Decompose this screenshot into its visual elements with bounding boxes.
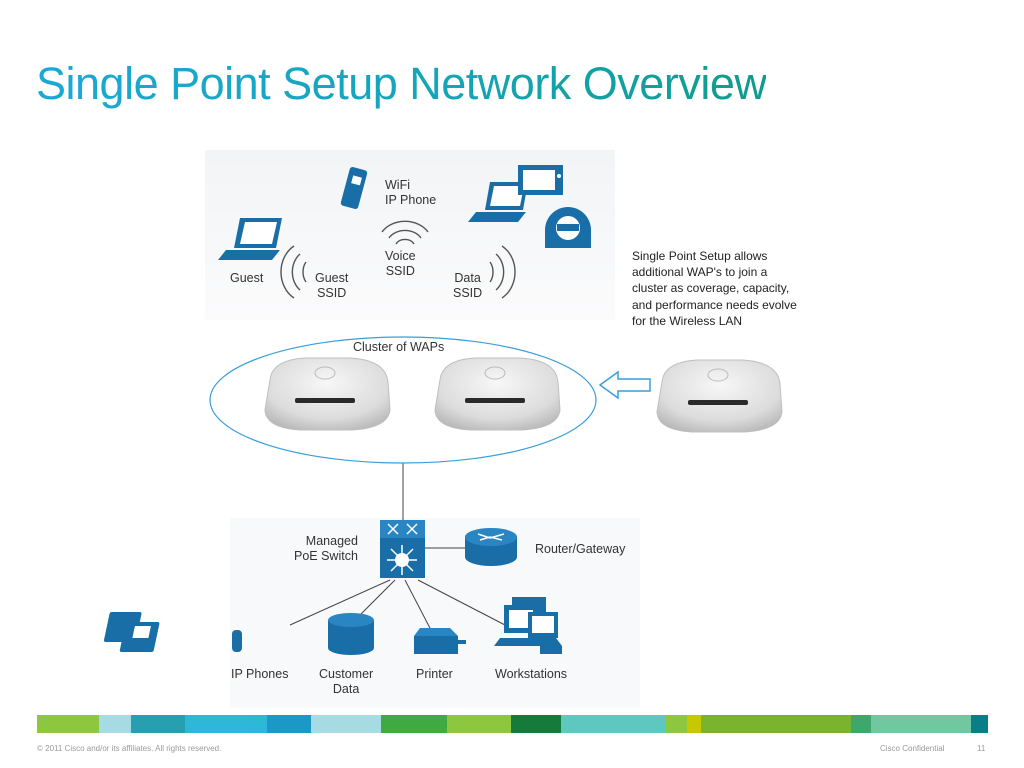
router-label: Router/Gateway bbox=[535, 542, 626, 556]
printer-icon bbox=[414, 628, 466, 654]
poe-switch-icon bbox=[380, 520, 425, 578]
router-icon bbox=[465, 528, 517, 566]
single-point-setup-note: Single Point Setup allows additional WAP… bbox=[632, 249, 797, 328]
wap-device-new bbox=[656, 359, 783, 433]
data-ssid-signal-icon bbox=[489, 245, 516, 299]
data-ssid-label: Data SSID bbox=[453, 271, 483, 300]
confidential-text: Cisco Confidential bbox=[880, 744, 945, 753]
wap-cluster-ellipse bbox=[209, 336, 597, 464]
guest-label: Guest bbox=[230, 271, 264, 285]
ip-phones-icon bbox=[103, 612, 242, 652]
ip-phones-label: IP Phones bbox=[231, 667, 289, 681]
voice-ssid-signal-icon bbox=[381, 220, 429, 245]
printer-label: Printer bbox=[416, 667, 453, 681]
guest-ssid-signal-icon bbox=[280, 245, 307, 299]
monitor-icon bbox=[518, 165, 563, 195]
wifi-phone-icon bbox=[340, 167, 368, 209]
slide-title: Single Point Setup Network Overview bbox=[36, 56, 767, 112]
copyright-text: © 2011 Cisco and/or its affiliates. All … bbox=[37, 744, 222, 753]
workstations-icon bbox=[494, 597, 562, 654]
footer-color-stripe bbox=[37, 715, 988, 733]
customer-data-label: Customer Data bbox=[319, 667, 374, 696]
page-number: 11 bbox=[977, 744, 986, 753]
join-arrow-icon bbox=[598, 370, 651, 400]
connection-lines bbox=[289, 463, 506, 633]
cluster-label: Cluster of WAPs bbox=[353, 340, 445, 354]
guest-laptop-icon bbox=[218, 218, 282, 260]
camera-icon bbox=[545, 207, 591, 248]
guest-ssid-label: Guest SSID bbox=[315, 271, 349, 300]
wap-device-1 bbox=[264, 357, 391, 431]
switch-label: Managed PoE Switch bbox=[294, 534, 358, 563]
voice-ssid-label: Voice SSID bbox=[385, 249, 416, 278]
wifi-ip-phone-label: WiFi IP Phone bbox=[385, 178, 437, 207]
database-icon bbox=[328, 613, 374, 655]
wired-zone-bg bbox=[230, 518, 640, 708]
wap-device-2 bbox=[434, 357, 561, 431]
workstations-label: Workstations bbox=[495, 667, 568, 681]
data-laptop-icon bbox=[468, 182, 528, 222]
